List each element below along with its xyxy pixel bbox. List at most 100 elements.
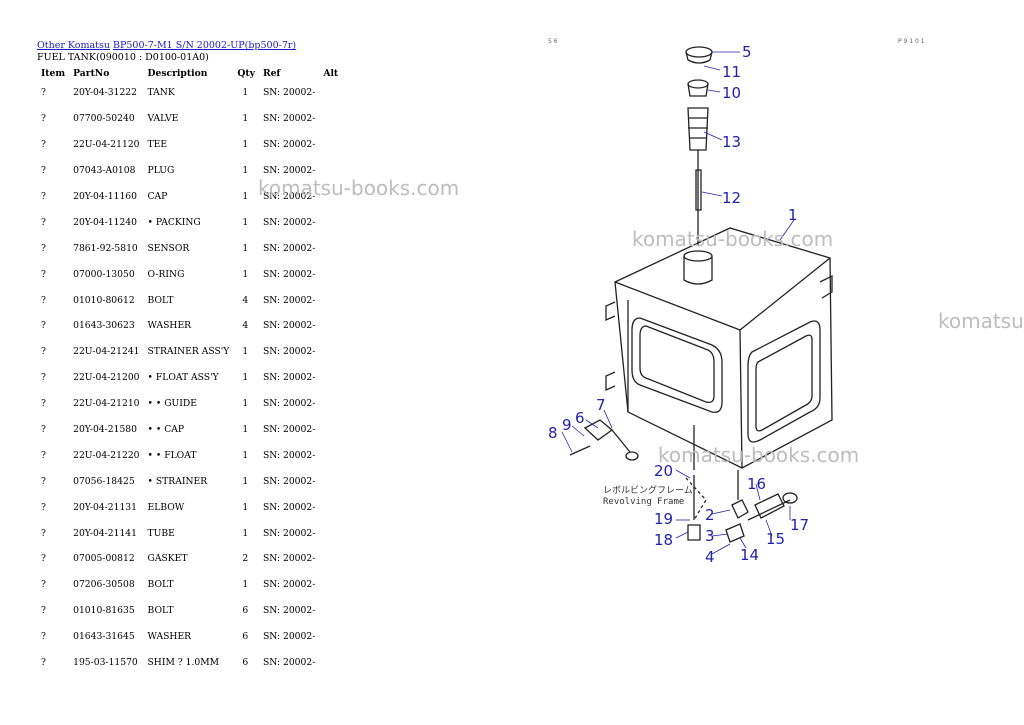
- watermark: komatsu-books.com: [938, 309, 1024, 333]
- cell-alt: [319, 624, 342, 650]
- callout-9: 9: [562, 416, 572, 434]
- cell-item: ?: [41, 242, 46, 254]
- cell-item: ?: [41, 553, 46, 565]
- cell-qty: 6: [242, 657, 249, 669]
- cell-alt: [319, 417, 342, 443]
- cell-partno: 20Y-04-31222: [73, 87, 137, 99]
- callout-4: 4: [705, 548, 715, 566]
- tank-outline: [614, 227, 833, 469]
- cell-qty: 1: [242, 191, 249, 202]
- cell-alt: [319, 546, 342, 572]
- cell-description: • • GUIDE: [147, 398, 197, 410]
- cell-description: • FLOAT ASS'Y: [147, 372, 219, 384]
- page-subtitle: FUEL TANK(090010 : D0100-01A0): [37, 52, 209, 63]
- cell-description: BOLT: [147, 294, 174, 306]
- cell-item: ?: [41, 113, 46, 125]
- cell-ref: SN: 20002-: [262, 475, 316, 487]
- cell-partno: 01643-30623: [73, 320, 135, 332]
- col-header-description: Description: [147, 67, 208, 79]
- cell-description: • • FLOAT: [147, 449, 197, 461]
- cell-item: ?: [41, 191, 46, 202]
- cell-description: • • CAP: [147, 424, 185, 436]
- cell-qty: 1: [242, 268, 249, 280]
- cell-alt: [319, 80, 342, 106]
- cell-partno: 22U-04-21120: [73, 139, 140, 151]
- cell-description: TANK: [147, 87, 175, 99]
- cell-description: BOLT: [147, 605, 174, 617]
- cell-partno: 07206-30508: [73, 579, 135, 591]
- cell-description: PLUG: [147, 165, 175, 177]
- cell-item: ?: [41, 268, 46, 280]
- cell-qty: 1: [242, 87, 249, 99]
- cell-partno: 22U-04-21241: [73, 346, 140, 358]
- cell-description: CAP: [147, 191, 168, 202]
- cell-alt: [319, 468, 342, 494]
- cell-item: ?: [41, 424, 46, 436]
- breadcrumb-link-other-komatsu[interactable]: Other Komatsu: [37, 40, 110, 51]
- cell-ref: SN: 20002-: [262, 605, 316, 617]
- cell-item: ?: [41, 139, 46, 151]
- callout-11: 11: [722, 63, 741, 81]
- callout-7: 7: [596, 396, 606, 414]
- cell-alt: [319, 442, 342, 468]
- callout-2: 2: [705, 506, 715, 524]
- cell-description: GASKET: [147, 553, 188, 565]
- cell-item: ?: [41, 294, 46, 306]
- cell-ref: SN: 20002-: [262, 631, 316, 643]
- callout-13: 13: [722, 133, 741, 151]
- cell-ref: SN: 20002-: [262, 657, 316, 669]
- cell-ref: SN: 20002-: [262, 579, 316, 591]
- cell-item: ?: [41, 320, 46, 332]
- cell-item: ?: [41, 165, 46, 177]
- cell-item: ?: [41, 657, 46, 669]
- cell-ref: SN: 20002-: [262, 165, 316, 177]
- cell-ref: SN: 20002-: [262, 191, 316, 202]
- cell-qty: 1: [242, 449, 249, 461]
- callout-19: 19: [654, 510, 673, 528]
- cell-description: SENSOR: [147, 242, 190, 254]
- cell-alt: [319, 106, 342, 132]
- cell-partno: 20Y-04-21131: [73, 501, 137, 513]
- cell-partno: 22U-04-21220: [73, 449, 140, 461]
- cell-ref: SN: 20002-: [262, 527, 316, 539]
- cell-ref: SN: 20002-: [262, 501, 316, 513]
- breadcrumb-link-model[interactable]: BP500-7-M1 S/N 20002-UP(bp500-7r): [112, 40, 297, 51]
- cell-alt: [319, 339, 342, 365]
- cell-partno: 07700-50240: [73, 113, 135, 125]
- cell-qty: 1: [242, 579, 249, 591]
- cell-partno: 20Y-04-11240: [73, 216, 137, 228]
- breadcrumb: Other Komatsu BP500-7-M1 S/N 20002-UP(bp…: [37, 40, 296, 51]
- cell-alt: [319, 313, 342, 339]
- cell-alt: [319, 365, 342, 391]
- cell-ref: SN: 20002-: [262, 294, 316, 306]
- callout-12: 12: [722, 189, 741, 207]
- cell-description: WASHER: [147, 631, 192, 643]
- cell-alt: [319, 287, 342, 313]
- cell-ref: SN: 20002-: [262, 398, 316, 410]
- cell-ref: SN: 20002-: [262, 424, 316, 436]
- col-header-qty: Qty: [237, 67, 255, 79]
- cell-qty: 1: [242, 113, 249, 125]
- cell-partno: 07043-A0108: [73, 165, 136, 177]
- cell-ref: SN: 20002-: [262, 113, 316, 125]
- cell-alt: [319, 235, 342, 261]
- cell-qty: 1: [242, 216, 249, 228]
- cell-description: • PACKING: [147, 216, 201, 228]
- callout-20: 20: [654, 462, 673, 480]
- cell-partno: 07000-13050: [73, 268, 135, 280]
- cell-partno: 01010-81635: [73, 605, 135, 617]
- cell-item: ?: [41, 631, 46, 643]
- cell-description: ELBOW: [147, 501, 185, 513]
- fuel-tank-diagram: 5 11 10 13 12 1 7 6 9 8 20 19 18 2 3 4 1…: [548, 43, 833, 566]
- cell-qty: 6: [242, 631, 249, 643]
- cell-qty: 1: [242, 501, 249, 513]
